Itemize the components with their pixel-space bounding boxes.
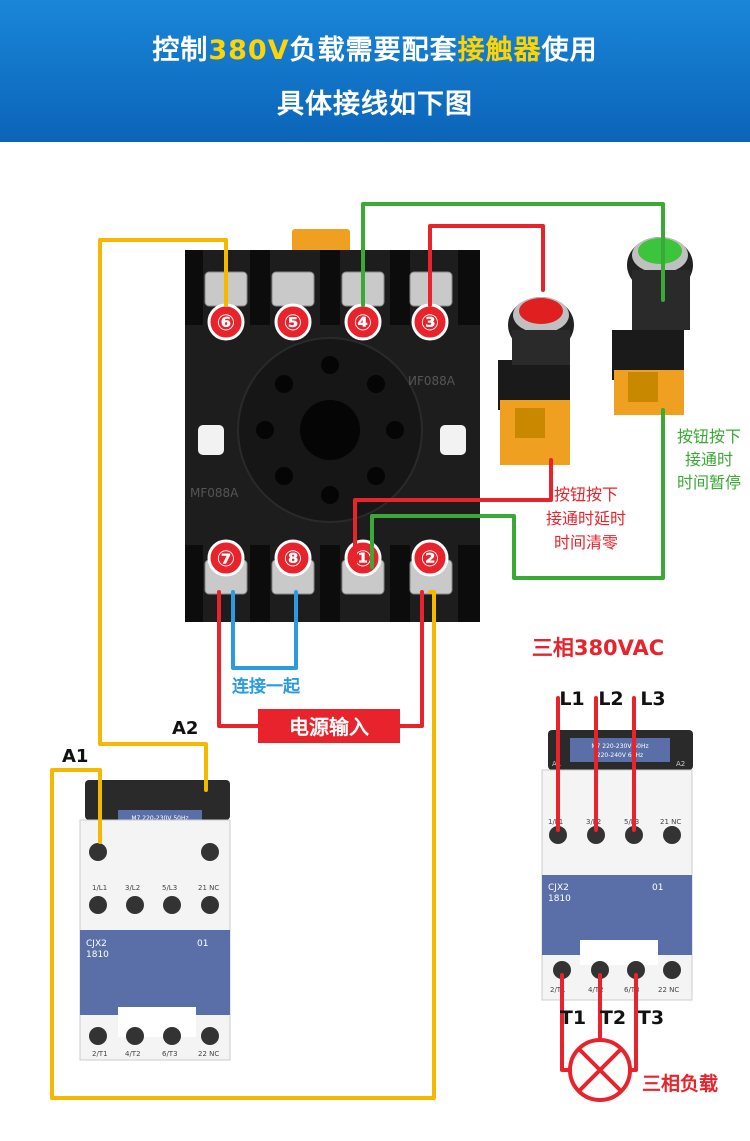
mount-hole-right bbox=[440, 425, 466, 455]
contactor-left: M7 220-230V 50Hz 220-240V 60Hz 1/L1 3/L2… bbox=[79, 780, 231, 1061]
wire-red-top bbox=[428, 224, 545, 307]
right-coil-label-1: M7 220-230V 50Hz bbox=[591, 743, 648, 750]
terminal-badges-bottom: ⑦ ⑧ ① ② bbox=[207, 539, 449, 577]
left-term-4-t2: 4/T2 bbox=[125, 1050, 141, 1058]
octal-key-hole bbox=[300, 400, 360, 460]
power-input-label: 电源输入 bbox=[289, 715, 369, 739]
l2-label: L2 bbox=[598, 688, 623, 710]
relay-socket: MF088A ИF088A ⑥ ⑤ ④ ③ bbox=[185, 229, 480, 622]
wire-power-left bbox=[217, 590, 264, 728]
title-middle: 负载需要配套 bbox=[289, 35, 458, 66]
right-coil-a2: A2 bbox=[676, 760, 685, 768]
right-term-6-t3: 6/T3 bbox=[624, 986, 640, 994]
right-term-3-l2: 3/L2 bbox=[586, 818, 601, 826]
right-term-1-l1: 1/L1 bbox=[548, 818, 563, 826]
wire-blue-jumper bbox=[231, 590, 298, 670]
red-btn-note-1: 按钮按下 bbox=[554, 485, 618, 504]
power-input-box bbox=[258, 709, 400, 743]
red-btn-note-3: 时间清零 bbox=[554, 533, 618, 552]
right-term-2-t1: 2/T1 bbox=[550, 986, 566, 994]
left-term-1-l1: 1/L1 bbox=[92, 884, 107, 892]
wires bbox=[50, 202, 665, 1100]
octal-pin-holes bbox=[256, 356, 404, 504]
left-model-2: 1810 bbox=[86, 950, 109, 960]
a1-label: A1 bbox=[62, 746, 88, 767]
title-prefix: 控制 bbox=[152, 35, 209, 66]
terminal-6-label: ⑥ bbox=[217, 311, 236, 336]
l3-label: L3 bbox=[640, 688, 665, 710]
wire-green-top bbox=[361, 202, 665, 307]
left-model-1: CJX2 bbox=[86, 939, 107, 949]
jumper-label: 连接一起 bbox=[232, 676, 301, 697]
three-phase-label: 三相380VAC bbox=[532, 636, 664, 660]
l1-label: L1 bbox=[559, 688, 584, 710]
right-aux: 01 bbox=[652, 883, 663, 893]
title-device: 接触器 bbox=[457, 35, 542, 66]
title-suffix: 使用 bbox=[541, 35, 598, 66]
right-model-1: CJX2 bbox=[548, 883, 569, 893]
mount-hole-left bbox=[198, 425, 224, 455]
right-model-2: 1810 bbox=[548, 894, 571, 904]
right-term-22-nc: 22 NC bbox=[658, 986, 679, 994]
terminal-5-label: ⑤ bbox=[284, 311, 303, 336]
right-term-4-t2: 4/T2 bbox=[588, 986, 604, 994]
red-push-button bbox=[498, 297, 574, 465]
left-term-6-t3: 6/T3 bbox=[162, 1050, 178, 1058]
terminal-2-label: ② bbox=[421, 547, 440, 572]
left-term-3-l2: 3/L2 bbox=[125, 884, 140, 892]
load-lamp-icon bbox=[568, 1038, 632, 1102]
terminal-7-label: ⑦ bbox=[217, 547, 236, 572]
socket-model-text: MF088A bbox=[190, 486, 239, 500]
terminal-8-label: ⑧ bbox=[284, 547, 303, 572]
terminal-1-label: ① bbox=[354, 547, 373, 572]
title-voltage: 380V bbox=[208, 35, 290, 66]
socket-latch bbox=[292, 229, 350, 253]
left-coil-label-1: M7 220-230V 50Hz bbox=[131, 815, 188, 822]
a2-label: A2 bbox=[172, 718, 198, 739]
green-btn-note-3: 时间暂停 bbox=[677, 473, 741, 492]
wire-yellow-a1 bbox=[50, 590, 436, 1100]
t1-label: T1 bbox=[560, 1007, 586, 1029]
title-line-1: 控制380V负载需要配套接触器使用 bbox=[0, 28, 750, 67]
diagram-labels: 按钮按下 接通时延时 时间清零 按钮按下 接通时 时间暂停 连接一起 电源输入 … bbox=[62, 424, 750, 1095]
left-term-21-nc: 21 NC bbox=[198, 884, 219, 892]
left-term-5-l3: 5/L3 bbox=[162, 884, 177, 892]
left-aux: 01 bbox=[197, 939, 208, 949]
socket-side-text: ИF088A bbox=[408, 374, 456, 388]
wire-red-bottom bbox=[353, 458, 553, 569]
terminal-badges-top: ⑥ ⑤ ④ ③ bbox=[207, 303, 449, 341]
load-label: 三相负载 bbox=[642, 1072, 718, 1095]
title-line-2: 具体接线如下图 bbox=[277, 89, 473, 120]
contactor-right: M7 220-230V 50Hz 220-240V 60Hz A1 A2 1/L… bbox=[541, 730, 693, 1001]
t3-label: T3 bbox=[638, 1007, 664, 1029]
green-btn-note-2: 接通时 bbox=[685, 450, 733, 469]
right-term-21-nc: 21 NC bbox=[660, 818, 681, 826]
right-term-5-l3: 5/L3 bbox=[624, 818, 639, 826]
right-coil-label-2: 220-240V 60Hz bbox=[597, 752, 643, 759]
red-btn-note-2: 接通时延时 bbox=[546, 509, 626, 528]
green-push-button bbox=[612, 237, 693, 415]
terminal-4-label: ④ bbox=[354, 311, 373, 336]
terminal-3-label: ③ bbox=[421, 311, 440, 336]
left-term-22-nc: 22 NC bbox=[198, 1050, 219, 1058]
wiring-diagram: MF088A ИF088A ⑥ ⑤ ④ ③ bbox=[50, 202, 750, 1102]
wire-green-bottom bbox=[370, 408, 665, 580]
left-term-2-t1: 2/T1 bbox=[92, 1050, 108, 1058]
t2-label: T2 bbox=[600, 1007, 626, 1029]
title-banner: 控制380V负载需要配套接触器使用 具体接线如下图 bbox=[0, 0, 750, 142]
green-btn-note-1: 按钮按下 bbox=[677, 427, 741, 446]
wire-yellow-a2 bbox=[98, 238, 228, 792]
wire-power-right bbox=[396, 590, 424, 728]
